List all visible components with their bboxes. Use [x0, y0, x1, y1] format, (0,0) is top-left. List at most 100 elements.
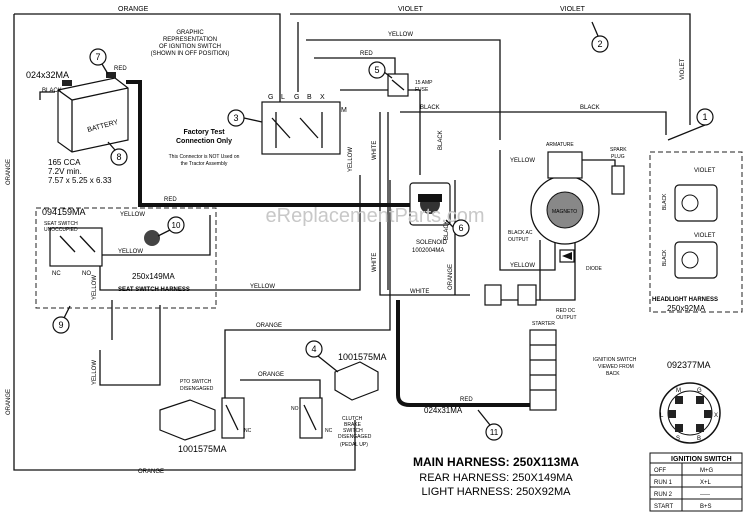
svg-text:BLACK: BLACK: [438, 130, 444, 150]
svg-text:094159MA: 094159MA: [42, 207, 86, 217]
svg-text:1001575MA: 1001575MA: [178, 444, 227, 454]
svg-text:RED: RED: [164, 197, 177, 203]
svg-text:BRAKE: BRAKE: [344, 422, 362, 428]
svg-text:DISENGAGED: DISENGAGED: [338, 434, 372, 440]
svg-text:RED: RED: [460, 397, 473, 403]
wire-starter-red: [396, 300, 545, 407]
seat-switch-connector: [144, 230, 160, 246]
callout-5: 5: [368, 61, 393, 79]
ignition-terminals: G L G B X M: [268, 94, 347, 114]
callout-9: 9: [52, 305, 71, 334]
solenoid-caption: SOLENOID 1002004MA: [412, 240, 448, 254]
spark-plug: [611, 165, 625, 195]
svg-text:BLACK AC: BLACK AC: [508, 230, 533, 236]
svg-text:6: 6: [458, 223, 463, 233]
svg-text:(SHOWN IN OFF POSITION): (SHOWN IN OFF POSITION): [151, 51, 230, 57]
ignition-view-caption: IGNITION SWITCH VIEWED FROM BACK 092377M…: [593, 357, 711, 377]
svg-text:SWITCH: SWITCH: [343, 428, 363, 434]
svg-text:YELLOW: YELLOW: [92, 275, 98, 300]
svg-text:M: M: [676, 388, 681, 394]
svg-text:GRAPHIC: GRAPHIC: [176, 30, 204, 36]
svg-text:VIOLET: VIOLET: [398, 6, 424, 13]
svg-text:G: G: [268, 94, 273, 101]
svg-text:BLACK: BLACK: [444, 220, 450, 240]
svg-text:NC: NC: [244, 428, 252, 434]
svg-text:YELLOW: YELLOW: [510, 263, 535, 269]
svg-text:OFF: OFF: [654, 468, 666, 474]
svg-text:FUSE: FUSE: [415, 87, 429, 93]
svg-text:X: X: [714, 413, 718, 419]
svg-text:OUTPUT: OUTPUT: [556, 315, 577, 321]
callout-2: 2: [591, 21, 609, 53]
svg-text:024x32MA: 024x32MA: [26, 70, 69, 80]
headlight-caption: VIOLET VIOLET BLACK BLACK HEADLIGHT HARN…: [652, 168, 718, 313]
callout-7: 7: [89, 48, 109, 75]
svg-text:G: G: [294, 94, 299, 101]
wire-orange-mid2: [240, 379, 321, 400]
wire-battery-black: [39, 91, 55, 100]
callout-1: 1: [667, 108, 714, 141]
svg-text:ORANGE: ORANGE: [448, 264, 454, 290]
svg-text:G: G: [697, 388, 702, 394]
svg-text:15 AMP: 15 AMP: [415, 80, 433, 86]
svg-text:SEAT SWITCH: SEAT SWITCH: [44, 221, 78, 227]
main-wire-part: 024x31MA: [424, 406, 463, 415]
diode: [559, 249, 575, 263]
svg-text:VIOLET: VIOLET: [680, 58, 686, 80]
svg-text:9: 9: [58, 320, 63, 330]
svg-text:HEADLIGHT HARNESS: HEADLIGHT HARNESS: [652, 297, 718, 303]
wire-black-top: [400, 111, 667, 135]
svg-text:VIOLET: VIOLET: [694, 233, 716, 239]
svg-text:-----: -----: [700, 492, 710, 498]
svg-text:CLUTCH: CLUTCH: [342, 416, 363, 422]
svg-text:START: START: [654, 504, 673, 510]
callouts: 1 2 3 4 5 6 7 8 9 10 11: [52, 21, 714, 441]
callout-8: 8: [107, 141, 128, 166]
fuse-caption: 15 AMP FUSE: [415, 80, 433, 93]
svg-text:X: X: [320, 94, 325, 101]
wire-yellow-seat: [99, 175, 361, 291]
svg-text:Connection Only: Connection Only: [176, 138, 232, 145]
svg-text:2: 2: [597, 39, 602, 49]
wire-engine-right: [540, 240, 576, 301]
svg-text:BLACK: BLACK: [580, 105, 600, 111]
svg-text:Factory Test: Factory Test: [183, 129, 225, 136]
svg-text:SEAT SWITCH HARNESS: SEAT SWITCH HARNESS: [118, 287, 190, 293]
svg-text:BACK: BACK: [606, 371, 620, 377]
headlight-box: [649, 151, 743, 313]
svg-text:L: L: [281, 94, 285, 101]
svg-text:165 CCA: 165 CCA: [48, 158, 81, 167]
svg-text:ORANGE: ORANGE: [6, 389, 12, 415]
svg-text:the Tractor Assembly: the Tractor Assembly: [181, 161, 228, 167]
svg-text:RED DC: RED DC: [556, 308, 576, 314]
wire-labels: ORANGE VIOLET VIOLET VIOLET YELLOW RED O…: [6, 6, 686, 475]
svg-text:1: 1: [702, 112, 707, 122]
svg-text:YELLOW: YELLOW: [510, 158, 535, 164]
svg-text:S: S: [676, 436, 680, 442]
svg-text:250x149MA: 250x149MA: [132, 272, 175, 281]
svg-text:MAIN HARNESS: 250X113MA: MAIN HARNESS: 250X113MA: [413, 455, 579, 469]
svg-text:7.2V min.: 7.2V min.: [48, 167, 82, 176]
svg-text:ORANGE: ORANGE: [138, 469, 164, 475]
svg-text:STARTER: STARTER: [532, 321, 555, 327]
svg-text:REAR HARNESS: 250X149MA: REAR HARNESS: 250X149MA: [419, 472, 573, 484]
svg-text:YELLOW: YELLOW: [250, 284, 275, 290]
pto-switch: [159, 397, 245, 441]
svg-text:8: 8: [116, 152, 121, 162]
svg-text:ORANGE: ORANGE: [256, 323, 282, 329]
ignition-switch-back: M G L X S B: [659, 382, 721, 444]
svg-text:YELLOW: YELLOW: [120, 212, 145, 218]
callout-10: 10: [157, 216, 185, 237]
svg-text:WHITE: WHITE: [410, 289, 429, 295]
svg-text:ORANGE: ORANGE: [258, 372, 284, 378]
svg-text:IGNITION SWITCH: IGNITION SWITCH: [671, 456, 732, 463]
svg-text:7: 7: [95, 52, 100, 62]
svg-text:SPARK: SPARK: [610, 147, 627, 153]
svg-text:NO: NO: [82, 271, 91, 277]
seat-switch-box: [35, 207, 217, 309]
svg-text:250x92MA: 250x92MA: [667, 304, 706, 313]
pto-caption: PTO SWITCH DISENGAGED 1001575MA NC: [178, 379, 252, 454]
svg-text:This Connector is NOT Used on: This Connector is NOT Used on: [169, 154, 240, 160]
svg-text:DISENGAGED: DISENGAGED: [180, 386, 214, 392]
clutch-plunger: [334, 361, 379, 401]
